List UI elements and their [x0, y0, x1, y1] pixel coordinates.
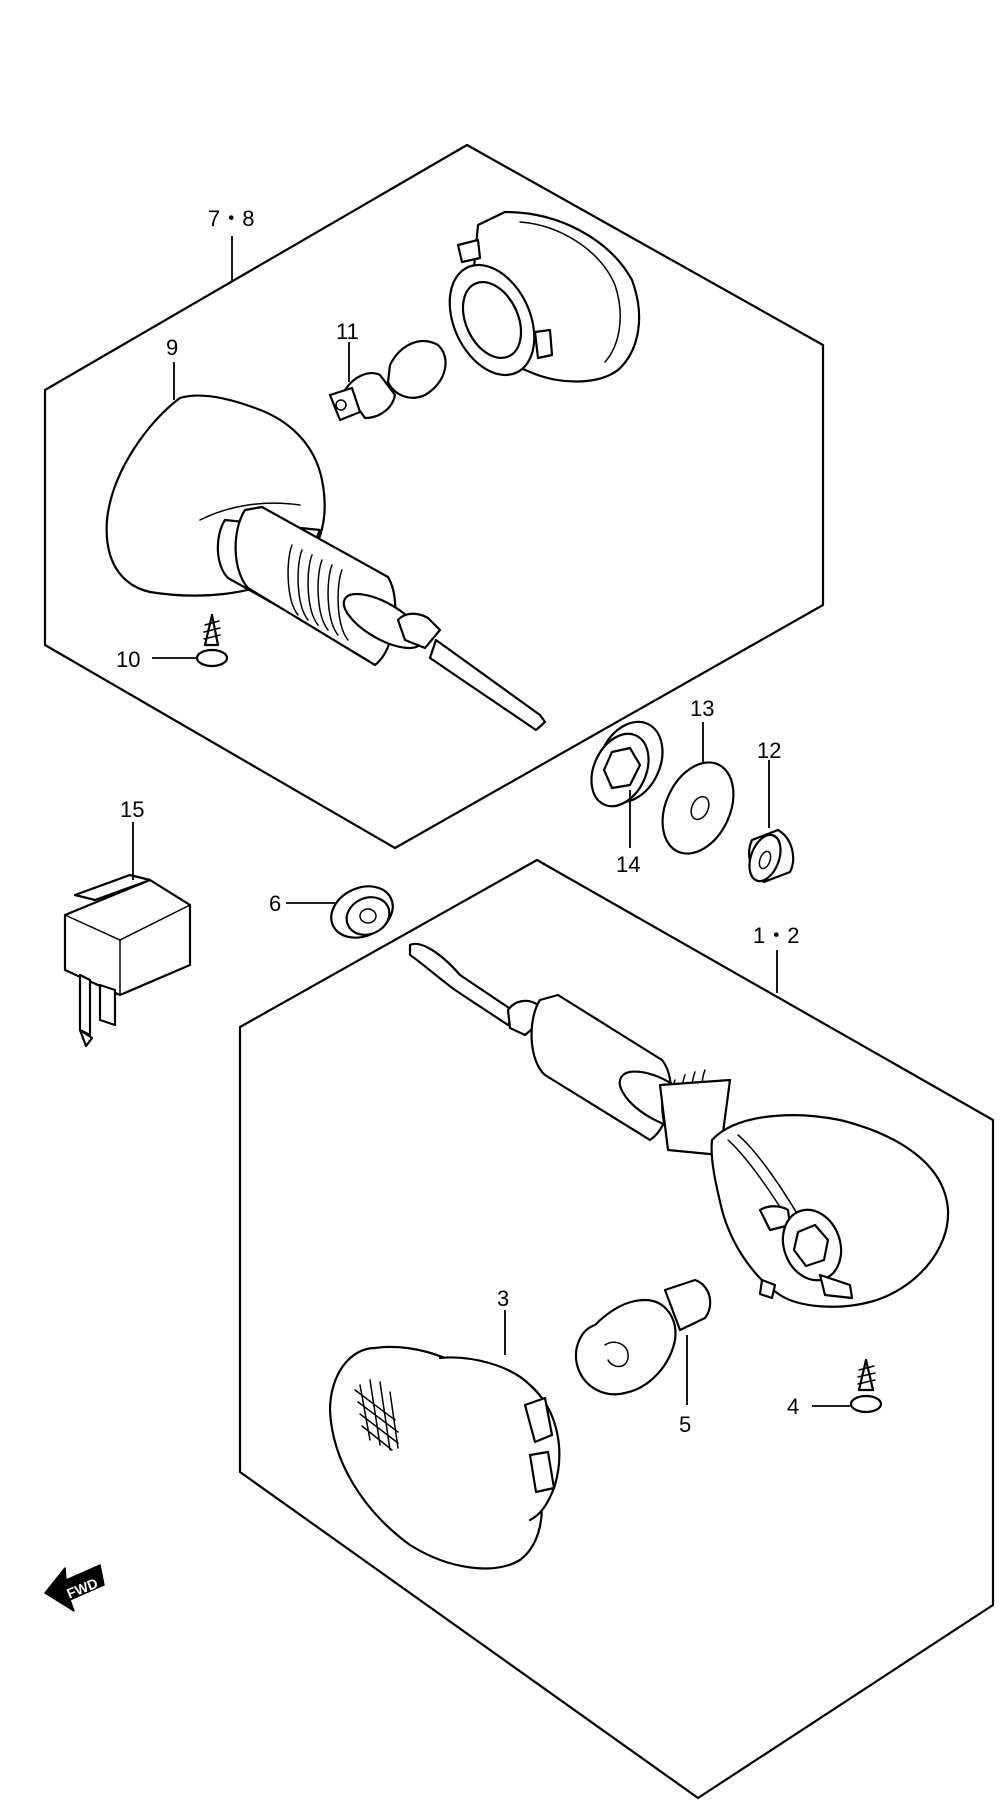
- turn-signal-housing-rear: [105, 394, 547, 732]
- nut-6: [330, 885, 394, 939]
- turn-signal-housing-front: [408, 942, 950, 1308]
- washer-13: [661, 761, 735, 855]
- turn-signal-lens-rear: [448, 210, 641, 383]
- label-4: 4: [787, 1394, 799, 1419]
- turn-signal-lens-front: [328, 1345, 561, 1570]
- label-10: 10: [116, 647, 140, 672]
- label-13: 13: [690, 696, 714, 721]
- leader-lines: [132, 236, 850, 1407]
- label-12: 12: [757, 738, 781, 763]
- upper-group-outline: [43, 143, 825, 850]
- screw-front: [849, 1358, 883, 1414]
- bulb-front: [574, 1278, 712, 1396]
- relay-15: [63, 873, 192, 1048]
- nut-washer-14: [590, 720, 664, 808]
- label-1-2: 1・2: [753, 923, 799, 948]
- label-9: 9: [166, 335, 178, 360]
- label-5: 5: [679, 1412, 691, 1437]
- collar-12: [748, 828, 795, 884]
- part-labels: 7・8 9 11 10 13 12 14 15 6 1・2 3 4 5: [116, 206, 799, 1437]
- label-6: 6: [269, 891, 281, 916]
- label-11: 11: [336, 319, 359, 344]
- label-15: 15: [120, 797, 144, 822]
- lower-group-outline: [238, 858, 995, 1800]
- fwd-arrow-icon: FWD: [44, 1564, 105, 1612]
- label-14: 14: [616, 852, 640, 877]
- bulb-rear: [328, 340, 447, 422]
- screw-rear: [195, 613, 229, 668]
- label-3: 3: [497, 1286, 509, 1311]
- label-7-8: 7・8: [208, 206, 254, 231]
